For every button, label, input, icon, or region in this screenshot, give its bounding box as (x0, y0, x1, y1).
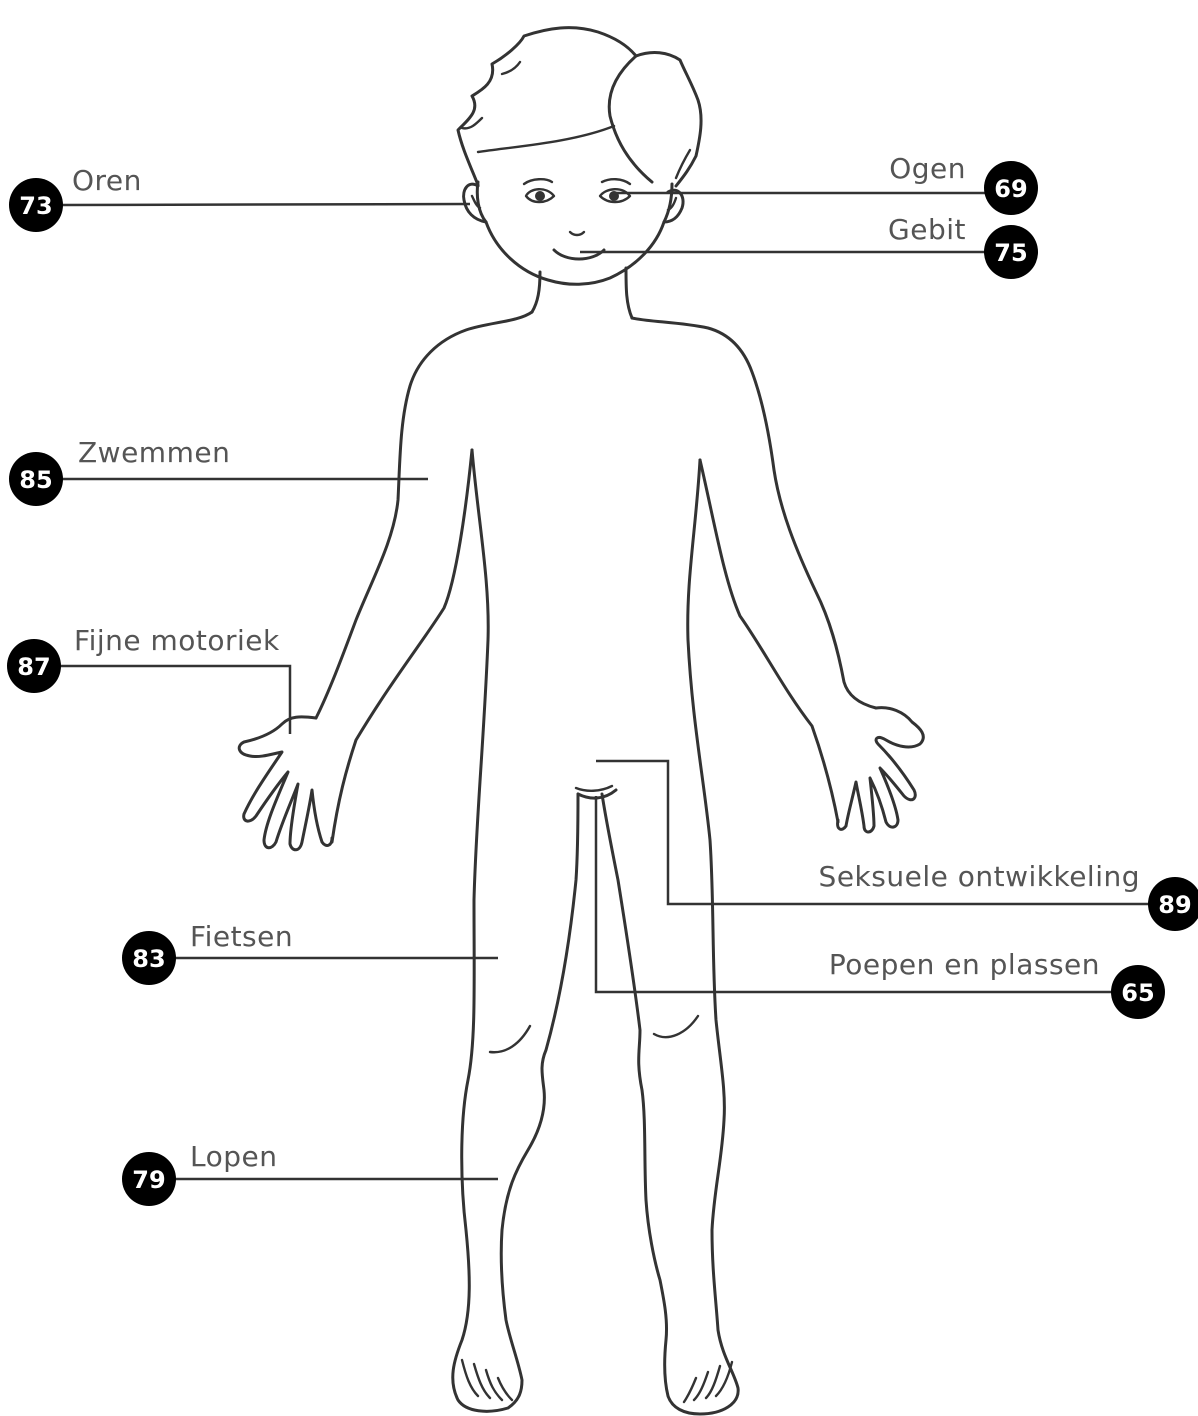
right-toes (684, 1362, 732, 1402)
left-knee (490, 1026, 530, 1052)
leader-lines (58, 193, 1160, 1179)
badge-zwemmen[interactable]: 85 (9, 452, 63, 506)
badge-fijne-motoriek[interactable]: 87 (7, 639, 61, 693)
left-toes (462, 1360, 512, 1400)
left-hand (239, 717, 332, 850)
page-number-zwemmen: 85 (19, 466, 52, 494)
leader-fijne-motoriek (58, 666, 290, 734)
badge-seksuele-ontwikkeling[interactable]: 89 (1148, 877, 1198, 931)
page-number-lopen: 79 (132, 1166, 165, 1194)
label-zwemmen: Zwemmen (78, 436, 230, 469)
page-number-fijne-motoriek: 87 (17, 653, 50, 681)
label-lopen: Lopen (190, 1140, 277, 1173)
badge-fietsen[interactable]: 83 (122, 931, 176, 985)
label-seksuele-ontwikkeling: Seksuele ontwikkeling (819, 860, 1140, 893)
badge-lopen[interactable]: 79 (122, 1152, 176, 1206)
left-arm (316, 312, 532, 718)
badge-oren[interactable]: 73 (9, 178, 63, 232)
left-leg (453, 450, 578, 1411)
page-number-fietsen: 83 (132, 945, 165, 973)
page-number-ogen: 69 (994, 175, 1027, 203)
page-number-gebit: 75 (994, 239, 1027, 267)
nose (570, 232, 584, 235)
label-ogen: Ogen (889, 152, 966, 185)
right-knee (654, 1016, 698, 1037)
right-leg (602, 460, 738, 1414)
badge-ogen[interactable]: 69 (984, 161, 1038, 215)
page-number-poepen-en-plassen: 65 (1121, 979, 1154, 1007)
badge-poepen-en-plassen[interactable]: 65 (1111, 965, 1165, 1019)
child-figure (239, 28, 923, 1414)
labels: Oren Ogen Gebit Zwemmen Fijne motoriek S… (72, 152, 1140, 1173)
right-arm (632, 318, 876, 708)
face (477, 182, 672, 284)
label-oren: Oren (72, 164, 142, 197)
page-number-oren: 73 (19, 192, 52, 220)
badge-gebit[interactable]: 75 (984, 225, 1038, 279)
label-gebit: Gebit (888, 213, 966, 246)
page-badges: 73 69 75 85 87 89 83 65 (7, 161, 1198, 1206)
hair (458, 28, 701, 186)
label-fijne-motoriek: Fijne motoriek (74, 624, 280, 657)
page-number-seksuele-ontwikkeling: 89 (1158, 891, 1191, 919)
right-hand (838, 708, 924, 832)
leader-oren (60, 204, 470, 205)
label-fietsen: Fietsen (190, 920, 293, 953)
label-poepen-en-plassen: Poepen en plassen (829, 948, 1100, 981)
